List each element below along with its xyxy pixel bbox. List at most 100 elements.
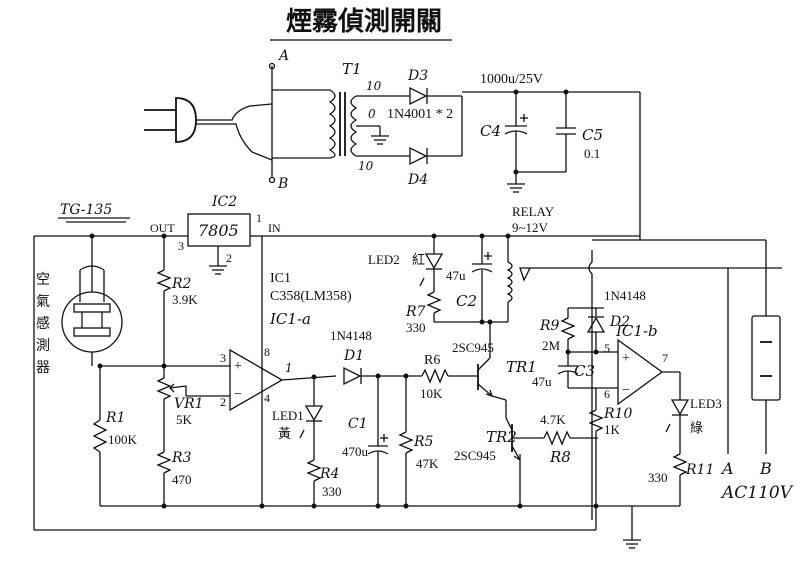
resistor-r9-icon	[560, 317, 576, 340]
svg-text:−: −	[234, 387, 242, 402]
resistor-r7-icon	[426, 291, 442, 314]
potentiometer-vr1-icon	[156, 377, 187, 400]
r2-value: 3.9K	[172, 292, 198, 307]
r1-value: 100K	[108, 432, 138, 447]
reg-pin1: 1	[256, 211, 262, 225]
r1-label: R1	[105, 410, 125, 426]
tap-mid-label: 0	[368, 107, 376, 121]
reg-in-label: IN	[268, 221, 281, 235]
svg-text:−: −	[622, 383, 630, 398]
ic1-pin-out: 1	[285, 361, 293, 375]
diode-part-label: 1N4001 * 2	[387, 107, 453, 122]
tap-top-label: 10	[366, 79, 382, 93]
load-socket-icon	[751, 315, 781, 401]
sensor-model-label: TG-135	[60, 202, 112, 218]
led3-label: LED3	[690, 396, 722, 411]
vr1-label: VR1	[174, 396, 204, 412]
opamp-ic1a-icon	[229, 348, 284, 412]
r10-value: 1K	[604, 422, 621, 437]
diode-d1-icon	[343, 366, 362, 386]
resistor-r3-icon	[156, 451, 172, 474]
regulator-7805-box	[187, 213, 251, 247]
led3-color: 綠	[690, 420, 703, 435]
r3-label: R3	[171, 450, 192, 466]
terminal-a-label: A	[277, 48, 289, 64]
relay-value: 9~12V	[512, 220, 549, 235]
terminal-b-dot	[268, 176, 276, 184]
opamp-ic1b-icon	[617, 338, 664, 406]
diagram-title: 煙霧偵測開關	[286, 7, 442, 37]
svg-text:+: +	[622, 351, 630, 366]
resistor-r11-icon	[672, 453, 688, 476]
resistor-r5-icon	[398, 431, 414, 454]
c4-value-label: 1000u/25V	[480, 72, 543, 87]
sensor-label: 空氣感測器	[36, 272, 50, 376]
transformer-label: T1	[342, 60, 362, 78]
r3-value: 470	[172, 472, 192, 487]
r7-value: 330	[406, 320, 426, 335]
relay-coil-icon	[506, 261, 513, 303]
r8-value: 4.7K	[540, 412, 566, 427]
r5-label: R5	[413, 434, 434, 450]
r5-value: 47K	[416, 456, 439, 471]
ic1b-label: IC1-b	[615, 322, 658, 340]
ground-icon	[623, 539, 641, 549]
led1-color: 黃	[278, 426, 291, 441]
transformer-icon	[272, 89, 380, 159]
gas-sensor-icon	[61, 236, 123, 366]
led2-label: LED2	[368, 252, 400, 267]
r7-label: R7	[405, 304, 426, 320]
resistor-r4-icon	[306, 459, 322, 482]
c3-label: C3	[574, 362, 595, 380]
d2-part: 1N4148	[604, 288, 646, 303]
tr1-part: 2SC945	[452, 340, 494, 355]
resistor-r6-icon	[421, 368, 449, 384]
ic1b-pin6: 6	[604, 387, 610, 401]
r6-value: 10K	[420, 386, 443, 401]
r8-label: R8	[549, 448, 571, 466]
r4-label: R4	[319, 466, 339, 482]
ac-out-b: B	[759, 459, 772, 478]
ic1b-pin5: 5	[604, 341, 610, 355]
tap-bot-label: 10	[358, 159, 374, 173]
relay-contact-icon	[519, 250, 782, 520]
capacitor-c4-icon	[504, 92, 528, 172]
ac-plug-icon	[144, 97, 273, 161]
reg-pin2: 2	[226, 251, 232, 265]
r10-label: R10	[603, 406, 632, 422]
d4-label: D4	[407, 172, 428, 188]
diode-d4-icon	[409, 146, 428, 166]
ground-icon	[371, 126, 389, 145]
transistor-tr2-icon	[505, 400, 521, 506]
diode-d3-icon	[409, 86, 428, 106]
ac-out-label: AC110V	[720, 483, 794, 503]
c4-label: C4	[480, 122, 501, 140]
transistor-tr1-icon	[477, 350, 494, 398]
r2-label: R2	[171, 276, 192, 292]
ic1-pin-plus: 3	[220, 351, 226, 365]
ac-out-a: A	[720, 459, 734, 478]
ic1-name: IC1	[270, 271, 291, 286]
ground-icon	[507, 172, 525, 193]
c1-label: C1	[348, 416, 368, 432]
ground-icon	[209, 265, 227, 275]
terminal-b-label: B	[277, 176, 288, 192]
c3-value: 47u	[532, 374, 552, 389]
vr1-value: 5K	[176, 412, 193, 427]
diode-d2-icon	[586, 308, 606, 352]
r9-label: R9	[539, 318, 560, 334]
reg-pin3: 3	[178, 239, 184, 253]
resistor-r10-icon	[588, 409, 604, 432]
ic1-pin-v: 8	[264, 345, 270, 359]
c2-label: C2	[456, 292, 477, 310]
led1-label: LED1	[272, 408, 304, 423]
ic1-pin-gnd: 4	[264, 391, 270, 405]
regulator-part: 7805	[198, 221, 239, 240]
r4-value: 330	[322, 484, 342, 499]
c5-value: 0.1	[584, 146, 600, 161]
ic1b-pin7: 7	[662, 351, 668, 365]
capacitor-c5-icon	[556, 92, 576, 172]
r6-label: R6	[424, 353, 440, 368]
r11-label: R11	[685, 462, 714, 478]
d1-part: 1N4148	[330, 328, 372, 343]
